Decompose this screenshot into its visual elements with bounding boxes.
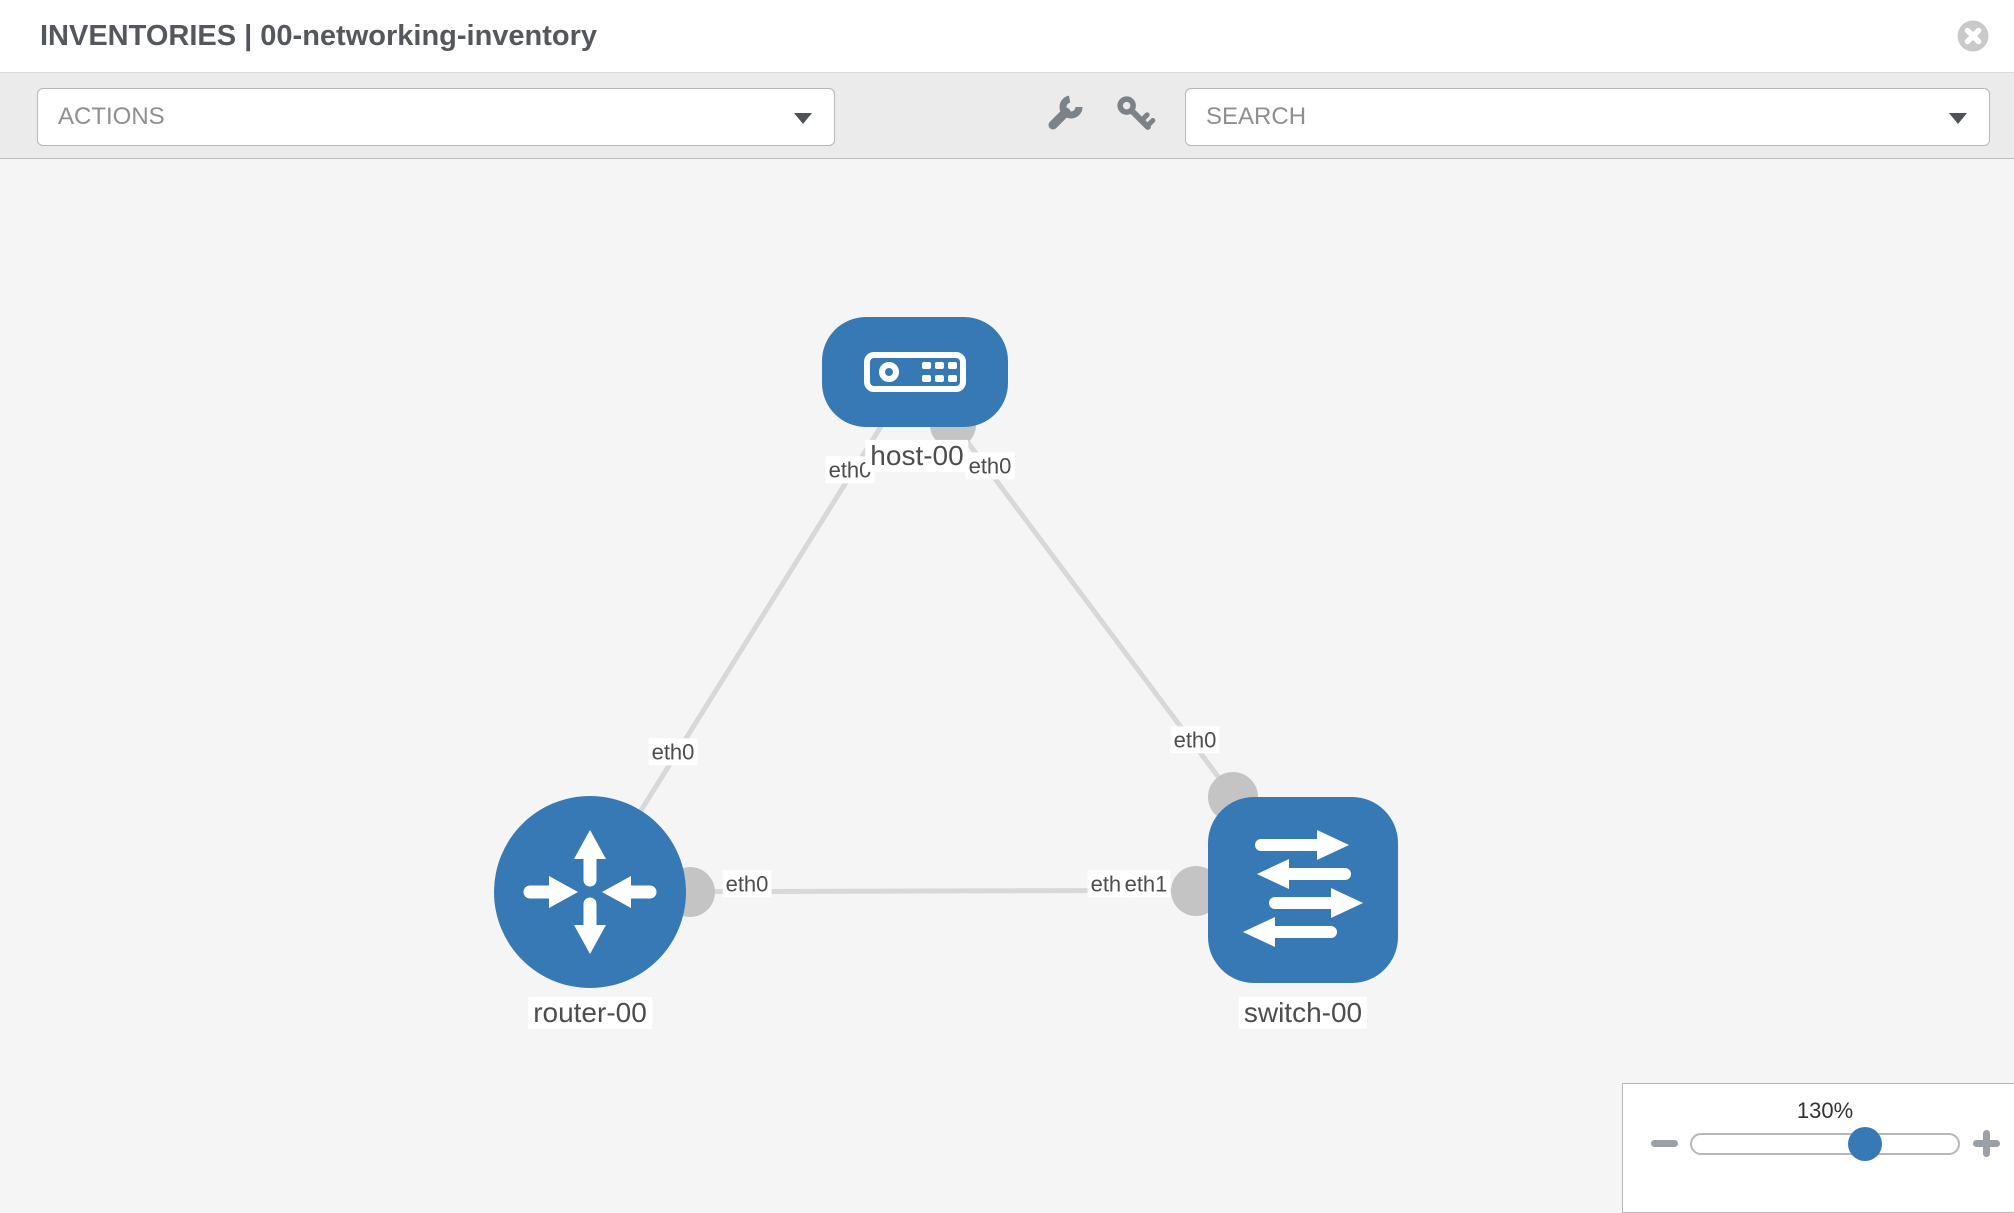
interface-label-eth0: eth0	[965, 452, 1015, 480]
zoom-in-icon[interactable]	[1983, 1130, 1990, 1157]
chevron-down-icon	[794, 113, 812, 124]
close-button[interactable]	[1956, 19, 1990, 53]
interface-label-eth1: eth1	[1121, 870, 1171, 898]
toolbar: ACTIONS SEARCH	[0, 73, 2014, 159]
zoom-level-value: 130%	[1796, 1098, 1854, 1123]
zoom-out-icon[interactable]	[1651, 1140, 1678, 1147]
node-host-00[interactable]	[822, 317, 1008, 427]
key-management-button[interactable]	[1042, 93, 1088, 139]
router-icon	[523, 830, 657, 954]
actions-dropdown[interactable]: ACTIONS	[37, 88, 835, 146]
interface-label-eth0: eth0	[722, 870, 772, 898]
node-label-router-00: router-00	[528, 996, 652, 1030]
close-icon	[1957, 20, 1989, 52]
interface-label-eth0: eth0	[1170, 726, 1220, 754]
search-dropdown-label: SEARCH	[1206, 103, 1307, 130]
node-switch-00[interactable]	[1208, 797, 1398, 983]
node-router-00[interactable]	[494, 796, 686, 988]
key-icon	[1117, 96, 1156, 130]
host-icon	[864, 352, 966, 392]
actions-dropdown-label: ACTIONS	[58, 103, 165, 130]
zoom-slider-thumb[interactable]	[1848, 1127, 1882, 1161]
credentials-button[interactable]	[1112, 93, 1158, 139]
header-bar: INVENTORIES | 00-networking-inventory	[0, 0, 2014, 73]
switch-icon	[1243, 830, 1363, 947]
interface-label-eth0: eth0	[648, 738, 698, 766]
zoom-control-panel: 130%	[1622, 1083, 2014, 1213]
page-title: INVENTORIES | 00-networking-inventory	[40, 20, 598, 52]
node-label-switch-00: switch-00	[1238, 996, 1368, 1030]
search-dropdown[interactable]: SEARCH	[1185, 88, 1990, 146]
chevron-down-icon	[1949, 113, 1967, 124]
wrench-icon	[1048, 95, 1083, 130]
node-label-host-00: host-00	[865, 439, 969, 473]
zoom-slider-track[interactable]	[1690, 1133, 1960, 1155]
